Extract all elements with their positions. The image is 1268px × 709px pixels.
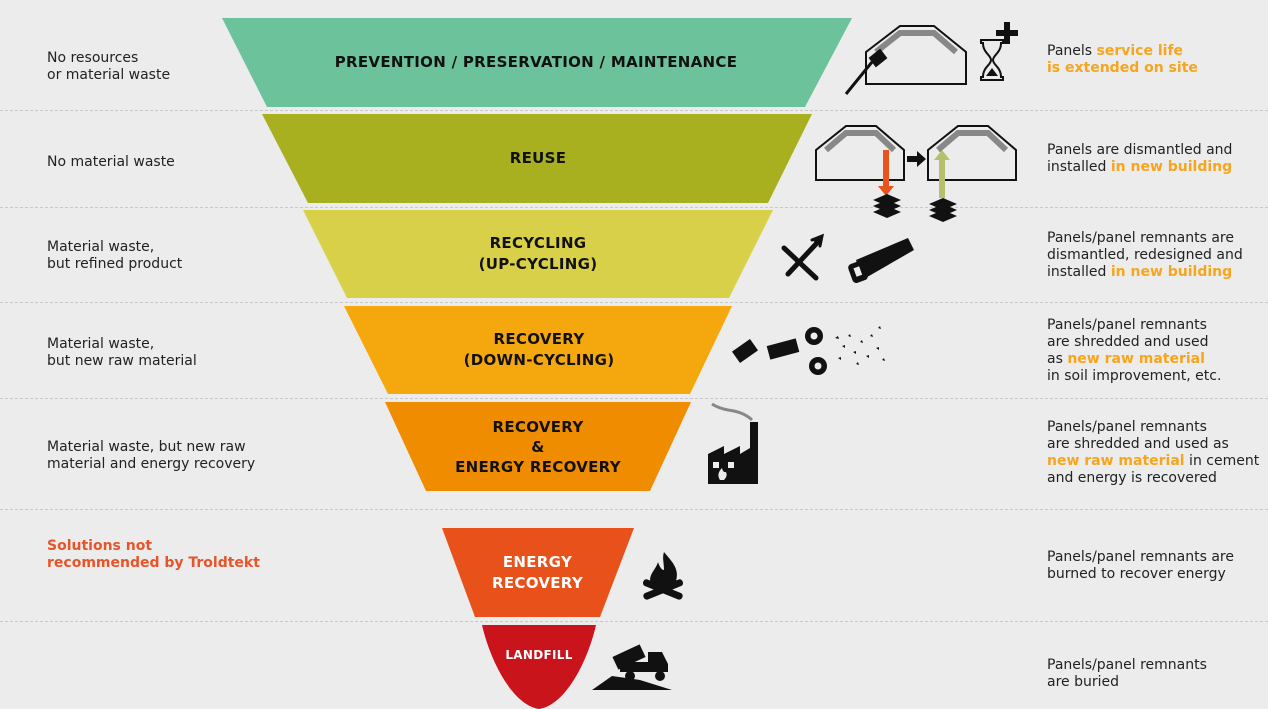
right-text-down-cycling: Panels/panel remnants are shredded and u…: [1047, 317, 1262, 385]
left-text-prevention: No resources or material waste: [47, 50, 171, 83]
tier-separator: [0, 621, 1268, 622]
tier-label-reuse: REUSE: [509, 149, 567, 167]
description-text: Panels are dismantled and installed: [1047, 142, 1233, 175]
tier-shape-landfill: [482, 625, 596, 709]
tier-label-recycling: RECYCLING (UP-CYCLING): [478, 234, 598, 273]
arrow-down-icon: [883, 150, 889, 188]
left-text-recycling: Material waste, but refined product: [47, 239, 183, 272]
highlight-text: in new building: [1110, 264, 1233, 280]
tier-shape-prevention: [222, 18, 852, 107]
right-text-landfill: Panels/panel remnants are buried: [1047, 657, 1262, 691]
description-text: Panels/panel remnants are buried: [1047, 657, 1207, 690]
highlight-text: new raw material: [1067, 351, 1205, 367]
room-dismantle-icon: [815, 125, 905, 181]
tier-shape-energy-recovery-mixed: [385, 402, 691, 491]
tier-separator: [0, 302, 1268, 303]
campfire-icon: [642, 552, 684, 600]
room-install-icon: [927, 125, 1017, 181]
tier-separator: [0, 509, 1268, 510]
description-text: in cement and energy is recovered: [1047, 453, 1260, 486]
description-text: in soil improvement, etc.: [1047, 368, 1222, 384]
tier-separator: [0, 398, 1268, 399]
left-text-down-cycling: Material waste, but new raw material: [47, 336, 197, 369]
highlight-text: new raw material: [1047, 453, 1185, 469]
tier-shape-energy-recovery: [442, 528, 634, 617]
shredder-gears-icon: [731, 326, 885, 375]
dump-truck-icon: [592, 644, 672, 690]
hourglass-plus-icon: [980, 22, 1018, 81]
not-recommended-note: Solutions not recommended by Troldtekt: [47, 538, 260, 571]
tier-label-prevention: PREVENTION / PRESERVATION / MAINTENANCE: [334, 53, 738, 71]
tier-separator: [0, 207, 1268, 208]
panel-stack-icon: [873, 194, 957, 222]
description-text: Panels/panel remnants are shredded and u…: [1047, 419, 1229, 452]
arrow-up-icon: [939, 158, 945, 198]
saw-icon: [848, 238, 914, 284]
left-text-energy-recovery-mixed: Material waste, but new raw material and…: [47, 439, 256, 472]
tools-icon: [781, 233, 825, 281]
right-text-energy-recovery: Panels/panel remnants are burned to reco…: [1047, 549, 1262, 583]
description-text: Panels/panel remnants are dismantled, re…: [1047, 230, 1243, 280]
factory-icon: [708, 402, 758, 484]
tier-shape-recycling: [303, 210, 773, 298]
tier-label-down-cycling: RECOVERY (DOWN-CYCLING): [463, 330, 615, 369]
paint-brush-room-icon: [844, 25, 967, 95]
tier-shape-reuse: [262, 114, 812, 203]
description-text: Panels/panel remnants are burned to reco…: [1047, 549, 1234, 582]
right-text-recycling: Panels/panel remnants are dismantled, re…: [1047, 230, 1262, 281]
right-text-energy-recovery-mixed: Panels/panel remnants are shredded and u…: [1047, 419, 1262, 487]
right-text-reuse: Panels are dismantled and installed in n…: [1047, 142, 1262, 176]
right-text-prevention: Panels service life is extended on site: [1047, 43, 1262, 77]
description-text: Panels: [1047, 43, 1097, 59]
tier-shape-down-cycling: [344, 306, 732, 394]
tier-label-landfill: LANDFILL: [505, 647, 573, 662]
highlight-text: service life is extended on site: [1047, 43, 1198, 76]
left-text-reuse: No material waste: [47, 154, 175, 170]
highlight-text: in new building: [1110, 159, 1233, 175]
tier-label-energy-recovery-mixed: RECOVERY & ENERGY RECOVERY: [455, 417, 621, 476]
tier-label-energy-recovery: ENERGY RECOVERY: [491, 552, 583, 592]
tier-separator: [0, 110, 1268, 111]
description-text: Panels/panel remnants are shredded and u…: [1047, 317, 1209, 367]
arrow-right-icon: [907, 151, 926, 167]
